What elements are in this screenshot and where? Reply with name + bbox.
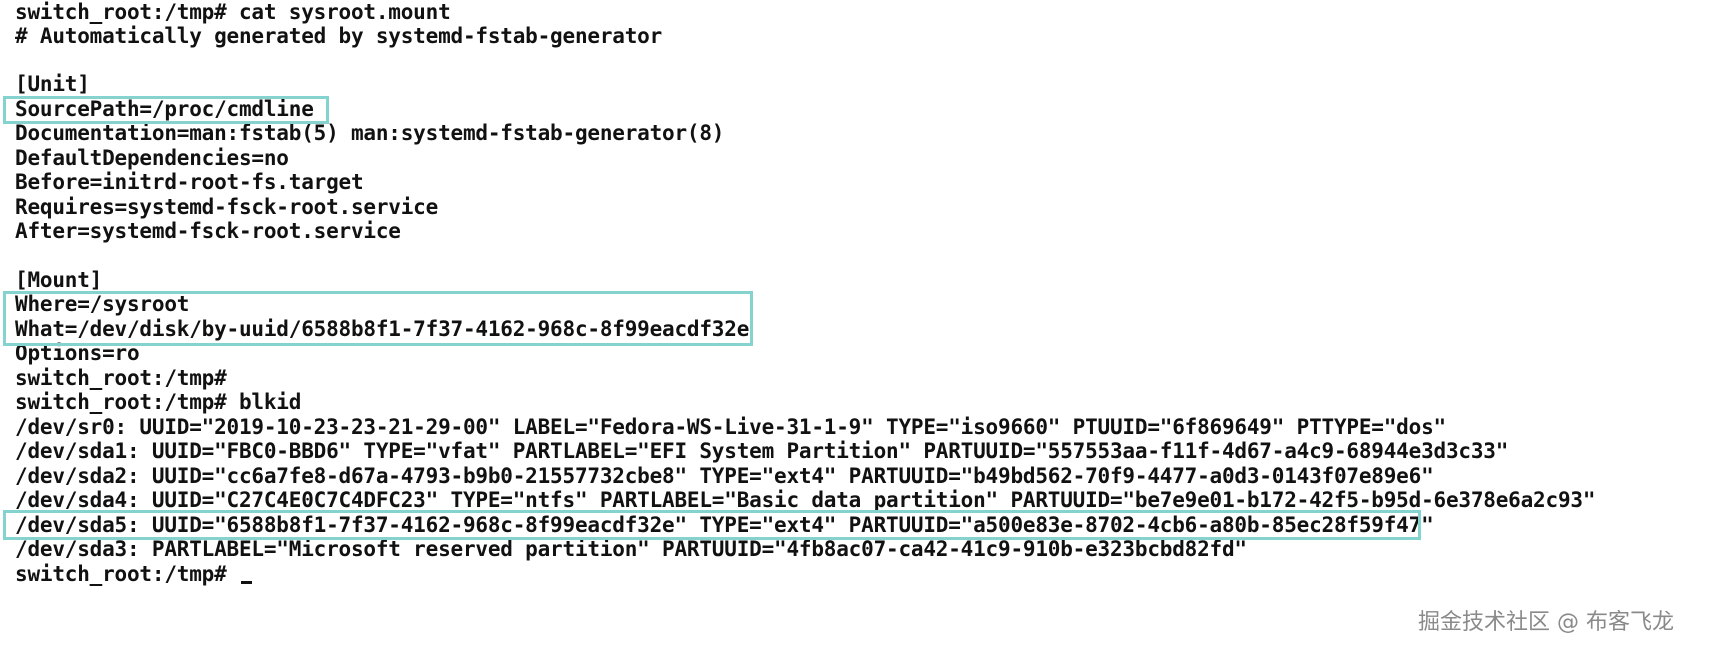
terminal-line-blkid-sda5: /dev/sda5: UUID="6588b8f1-7f37-4162-968c… [15,513,1434,537]
terminal-line-what: What=/dev/disk/by-uuid/6588b8f1-7f37-416… [15,317,750,341]
terminal-line-comment: # Automatically generated by systemd-fst… [15,24,663,48]
terminal-line-blkid-sda1: /dev/sda1: UUID="FBC0-BBD6" TYPE="vfat" … [15,439,1509,463]
terminal-line-blkid-sda3: /dev/sda3: PARTLABEL="Microsoft reserved… [15,537,1247,561]
terminal-line-prompt-cat: switch_root:/tmp# cat sysroot.mount [15,0,451,24]
terminal-prompt-text: switch_root:/tmp# [15,562,239,586]
terminal-line-after: After=systemd-fsck-root.service [15,219,401,243]
terminal-line-requires: Requires=systemd-fsck-root.service [15,195,439,219]
terminal-line-blkid-sr0: /dev/sr0: UUID="2019-10-23-23-21-29-00" … [15,415,1446,439]
terminal-line-where: Where=/sysroot [15,292,190,316]
terminal-line-prompt-blkid: switch_root:/tmp# blkid [15,390,302,414]
terminal-line-sourcepath: SourcePath=/proc/cmdline [15,97,314,121]
watermark: 掘金技术社区 @ 布客飞龙 [1418,610,1674,635]
highlight-box-sourcepath [3,96,329,124]
terminal-line-documentation: Documentation=man:fstab(5) man:systemd-f… [15,121,725,145]
highlight-box-sda5 [3,510,1421,540]
terminal-line-blkid-sda2: /dev/sda2: UUID="cc6a7fe8-d67a-4793-b9b0… [15,464,1434,488]
terminal-line-before: Before=initrd-root-fs.target [15,170,364,194]
terminal-line-mount-header: [Mount] [15,268,103,292]
text-cursor-icon [240,581,252,584]
terminal-line-prompt-empty: switch_root:/tmp# [15,366,227,390]
terminal-line-defaultdependencies: DefaultDependencies=no [15,146,289,170]
terminal-line-unit-header: [Unit] [15,72,90,96]
highlight-box-where-what [3,291,753,346]
terminal-line-blkid-sda4: /dev/sda4: UUID="C27C4E0C7C4DFC23" TYPE=… [15,488,1596,512]
terminal-prompt-line[interactable]: switch_root:/tmp# [15,562,252,586]
